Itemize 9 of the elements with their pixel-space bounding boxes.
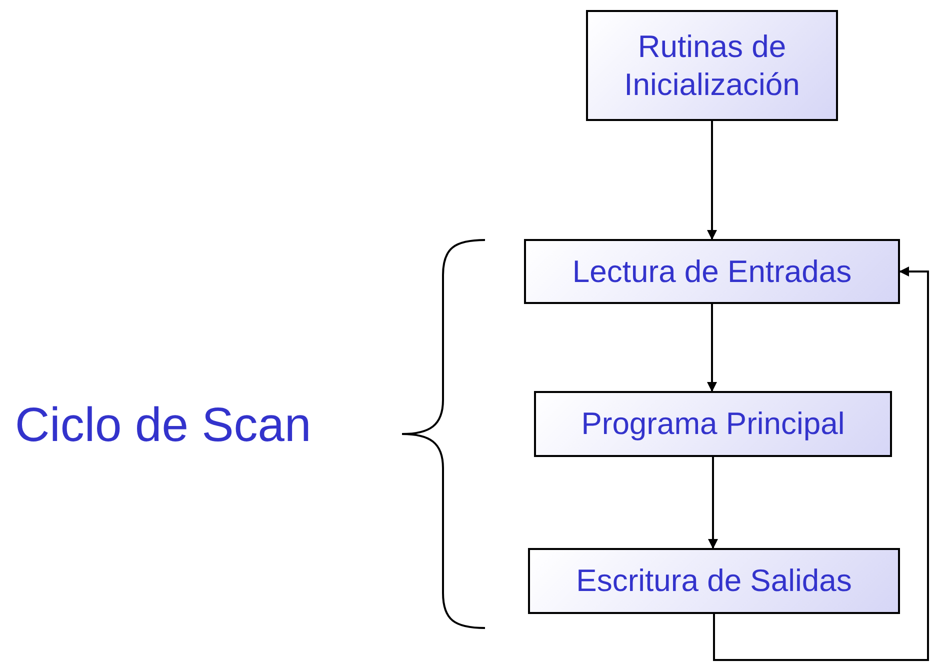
arrow	[713, 266, 929, 661]
arrow	[707, 121, 717, 240]
arrow	[707, 304, 717, 392]
group-label: Ciclo de Scan	[15, 398, 312, 453]
process-box: Escritura de Salidas	[528, 548, 900, 614]
process-box: Rutinas de Inicialización	[586, 10, 838, 121]
process-box: Programa Principal	[534, 391, 892, 457]
process-box: Lectura de Entradas	[524, 239, 900, 304]
arrow	[708, 457, 718, 549]
